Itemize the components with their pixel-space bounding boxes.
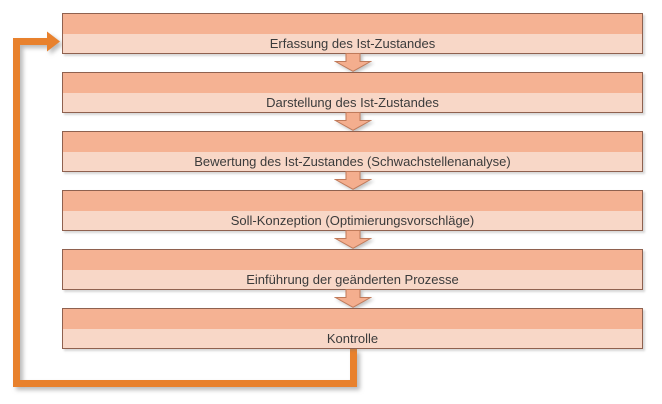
step-box-bottom-band <box>63 34 642 53</box>
step-label: Darstellung des Ist-Zustandes <box>266 94 439 110</box>
step-label: Erfassung des Ist-Zustandes <box>269 35 436 51</box>
step-box-soll-konzeption: Soll-Konzeption (Optimierungsvorschläge) <box>62 190 643 231</box>
step-label: Bewertung des Ist-Zustandes (Schwachstel… <box>194 153 511 169</box>
block-arrow-down-icon <box>334 53 372 72</box>
step-label: Kontrolle <box>326 330 379 346</box>
step-label: Soll-Konzeption (Optimierungsvorschläge) <box>230 212 475 228</box>
step-box-bewertung: Bewertung des Ist-Zustandes (Schwachstel… <box>62 131 643 172</box>
step-box-bottom-band <box>63 329 642 348</box>
block-arrow-down-icon <box>334 112 372 131</box>
step-box-top-band <box>63 132 642 153</box>
step-box-top-band <box>63 73 642 94</box>
step-label: Einführung der geänderten Prozesse <box>246 271 459 287</box>
step-box-bottom-band <box>63 211 642 230</box>
block-arrow-down-icon <box>334 289 372 308</box>
block-arrow-down-icon <box>334 230 372 249</box>
step-box-top-band <box>63 14 642 35</box>
step-box-einfuehrung: Einführung der geänderten Prozesse <box>62 249 643 290</box>
step-box-darstellung: Darstellung des Ist-Zustandes <box>62 72 643 113</box>
step-box-erfassung: Erfassung des Ist-Zustandes <box>62 13 643 54</box>
step-box-top-band <box>63 191 642 212</box>
block-arrow-down-icon <box>334 171 372 190</box>
step-box-bottom-band <box>63 93 642 112</box>
step-box-bottom-band <box>63 152 642 171</box>
step-box-top-band <box>63 250 642 271</box>
step-box-top-band <box>63 309 642 330</box>
step-box-kontrolle: Kontrolle <box>62 308 643 349</box>
step-box-bottom-band <box>63 270 642 289</box>
